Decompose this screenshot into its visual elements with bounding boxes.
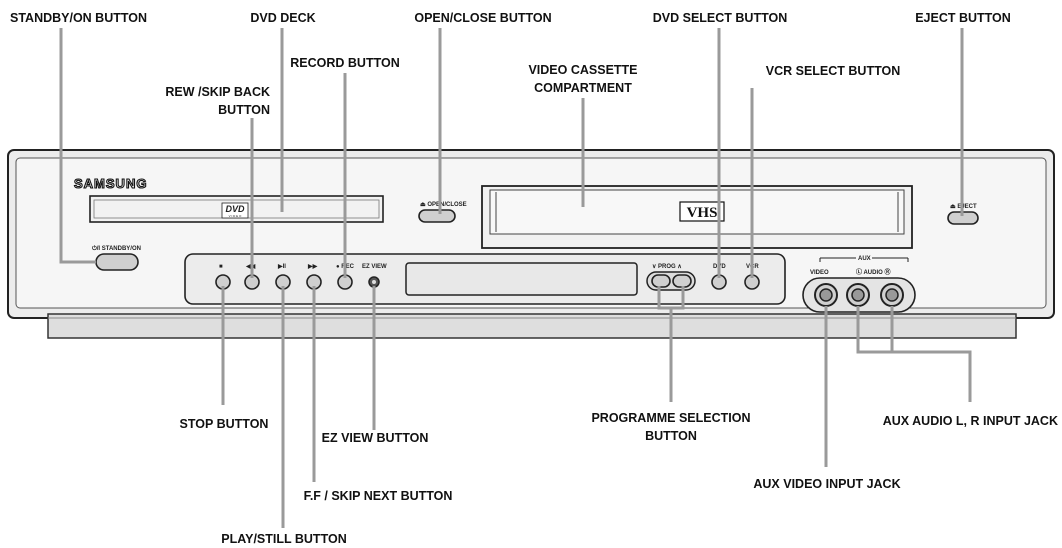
prog-down-button[interactable] (651, 274, 671, 288)
ez-view-button-center (372, 280, 376, 284)
stop-label: ■ (219, 264, 223, 270)
dvd-video-logo: DVD (225, 204, 245, 214)
rew-label: ◀◀ (245, 263, 256, 270)
display-window (405, 262, 638, 296)
callout-aux-video: AUX VIDEO INPUT JACK (753, 477, 900, 491)
callout-cassette-line2: COMPARTMENT (534, 81, 632, 95)
callout-labels: STANDBY/ON BUTTON DVD DECK OPEN/CLOSE BU… (10, 11, 1058, 546)
vhs-logo: VHS (687, 205, 718, 221)
callout-rew-line1: REW /SKIP BACK (165, 85, 270, 99)
leader-lines (59, 28, 972, 528)
open-close-button[interactable] (418, 209, 456, 223)
callout-stop: STOP BUTTON (180, 417, 269, 431)
brand-logo: SAMSUNG (74, 176, 147, 191)
leader-aux-audio-ext (892, 350, 972, 402)
open-close-label: ⏏ OPEN/CLOSE (420, 202, 467, 208)
dvd-video-logo-sub: V I D E O (229, 214, 242, 218)
callout-dvd-select: DVD SELECT BUTTON (653, 11, 788, 25)
leader-standby (59, 28, 96, 264)
aux-label: AUX (858, 256, 871, 262)
callout-open-close: OPEN/CLOSE BUTTON (414, 11, 551, 25)
callout-prog-line1: PROGRAMME SELECTION (591, 411, 750, 425)
dvd-deck-tray: DVD V I D E O (89, 195, 384, 223)
callout-ff: F.F / SKIP NEXT BUTTON (304, 489, 453, 503)
prog-up-button[interactable] (672, 274, 692, 288)
ez-view-label: EZ VIEW (362, 264, 387, 270)
aux-video-jack[interactable] (814, 283, 838, 307)
callout-vcr-select: VCR SELECT BUTTON (766, 64, 901, 78)
standby-on-button[interactable] (95, 253, 139, 271)
aux-audio-label: Ⓛ AUDIO Ⓡ (856, 268, 890, 276)
eject-label: ⏏ EJECT (950, 204, 977, 210)
aux-audio-l-jack[interactable] (846, 283, 870, 307)
callout-standby-on: STANDBY/ON BUTTON (10, 11, 147, 25)
video-cassette-compartment: VHS (481, 185, 913, 249)
callout-prog-line2: BUTTON (645, 429, 697, 443)
callout-eject: EJECT BUTTON (915, 11, 1011, 25)
standby-label: ⏻/I STANDBY/ON (92, 245, 141, 252)
callout-aux-audio: AUX AUDIO L, R INPUT JACK (883, 414, 1058, 428)
aux-audio-r-jack[interactable] (880, 283, 904, 307)
aux-video-label: VIDEO (810, 270, 829, 276)
play-label: ▶II (277, 263, 286, 270)
prog-label: ∨ PROG ∧ (652, 264, 682, 270)
leader-aux-audio (856, 306, 894, 354)
callout-cassette-line1: VIDEO CASSETTE (528, 63, 637, 77)
ff-label: ▶▶ (307, 263, 318, 270)
callout-rew-line2: BUTTON (218, 103, 270, 117)
callout-ez-view: EZ VIEW BUTTON (322, 431, 429, 445)
callout-play: PLAY/STILL BUTTON (221, 532, 346, 546)
callout-dvd-deck: DVD DECK (250, 11, 315, 25)
callout-record: RECORD BUTTON (290, 56, 400, 70)
